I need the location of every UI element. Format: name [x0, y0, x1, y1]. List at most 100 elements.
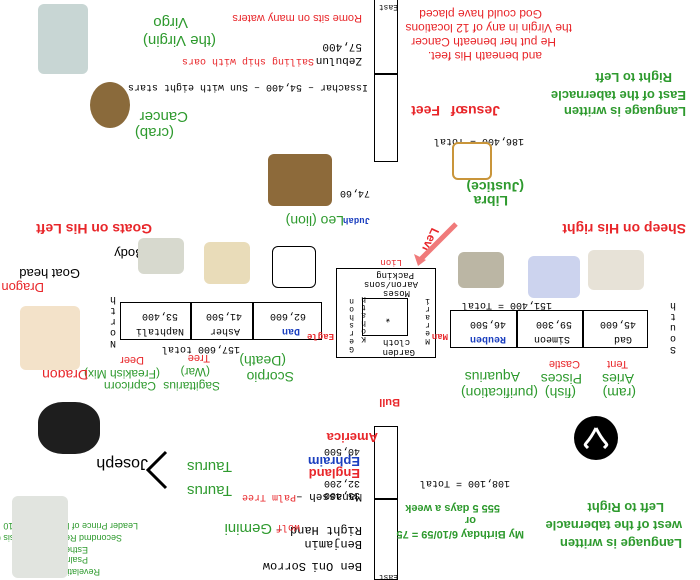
- purification-label: (purification): [460, 385, 538, 401]
- goats-label: Goats on His Left: [36, 221, 152, 237]
- cancer-label: Cancer: [139, 108, 188, 125]
- north-o: o: [109, 326, 116, 337]
- rome-label: Rome sits on many waters: [232, 12, 362, 24]
- scorpio-image: [272, 246, 316, 288]
- num-57400: 57,400: [322, 40, 362, 52]
- crab-label: (crab): [134, 124, 174, 141]
- birthday-label: My Birthday 6/10/59 = 75: [396, 528, 524, 540]
- ram-label: (ram): [602, 385, 636, 401]
- north-tribe-dan: Dan: [281, 325, 300, 336]
- north-tribe-asher: Asher: [209, 325, 240, 336]
- south-total: 151,400 = Total: [461, 299, 552, 310]
- north-t: t: [109, 304, 116, 315]
- virgin-label: (the Virgin): [142, 32, 216, 49]
- south-num-simeon: 59,300: [535, 318, 572, 329]
- east-bottom-label: East: [378, 2, 398, 11]
- south-o: o: [669, 332, 676, 343]
- north-h: h: [109, 293, 116, 304]
- days-label: 555 5 days a week: [405, 502, 500, 514]
- taurus-label-2: Taurus: [186, 458, 232, 475]
- south-tribe-reuben: Reuben: [469, 333, 506, 344]
- sheep-image: [588, 250, 644, 290]
- south-col-2: [516, 310, 518, 348]
- north-num-asher: 41,500: [205, 310, 242, 321]
- or-label: or: [465, 514, 476, 526]
- dragon-image: [20, 306, 80, 370]
- dragon-label-far: Dragon: [1, 280, 44, 295]
- south-u: u: [669, 321, 676, 332]
- east-column-bottom-divider: [374, 73, 398, 75]
- virgo-label: Virgo: [153, 14, 188, 31]
- north-r: r: [109, 315, 116, 326]
- sagittarius-image: [204, 242, 250, 284]
- south-h: h: [669, 299, 676, 310]
- asterisk: *: [385, 312, 390, 324]
- god-line-2: the Virgin in any of 12 locations: [405, 21, 572, 35]
- pisces-image: [528, 256, 580, 298]
- lang-west-2: west of the tabernacle: [545, 518, 682, 533]
- lang-west-3: Left to Right: [587, 500, 664, 515]
- zebulun-label: Zebulun: [315, 54, 362, 66]
- south-tribe-gad: Gad: [613, 333, 632, 344]
- north-n: N: [109, 337, 116, 348]
- cancer-image: [90, 82, 130, 128]
- sorrow-label: Sorrow: [262, 559, 306, 573]
- judah-label: Judah: [342, 215, 370, 225]
- north-num-naphtali: 53,400: [141, 310, 178, 321]
- justice-scales-image: [452, 142, 492, 180]
- benjamin-label: Benjamin: [304, 537, 362, 551]
- man-label: Man: [431, 331, 448, 341]
- bull-label: Bull: [379, 396, 400, 408]
- taurus-label-1: Taurus: [186, 482, 232, 499]
- tree-label: Tree: [187, 352, 210, 364]
- north-num-dan: 62,600: [269, 310, 306, 321]
- lang-west-1: Language is written: [559, 536, 682, 551]
- garden-label: Garden: [382, 347, 415, 357]
- goat-head-label: Goat head: [19, 266, 80, 281]
- sagittarius-label: Sagittarius: [163, 379, 220, 393]
- daniel-image: [12, 496, 68, 578]
- joseph-label: Joseph: [96, 455, 148, 472]
- fish-label: (fish): [544, 385, 576, 401]
- east-column-bottom: [374, 0, 398, 162]
- castle-label: Castle: [548, 358, 580, 370]
- feet-label: Feet: [411, 103, 440, 119]
- aquarius-image: [458, 252, 504, 288]
- scorpio-label: Scorpio: [246, 369, 294, 385]
- north-col-1: [252, 302, 254, 340]
- god-line-1: God could have placed: [419, 7, 542, 21]
- num-40500: 40,500: [323, 445, 360, 456]
- total-108100: 108,100 = Total: [419, 477, 510, 488]
- north-tribe-naphtali: Naphtali: [135, 325, 184, 336]
- east-column-top-divider: [374, 498, 398, 500]
- gershon-label: G e r s h o n: [349, 296, 354, 353]
- wolf-label: Wolf: [275, 521, 300, 532]
- cloth-label: cloth: [382, 337, 410, 347]
- levi-arrow: [414, 222, 458, 266]
- war-label: (War): [180, 365, 210, 379]
- eagle-label: Eagle: [307, 331, 334, 341]
- num-35400: 35,400: [323, 489, 360, 500]
- leo-label: Leo (lion): [285, 213, 344, 229]
- merari-label: M e r a r i: [425, 296, 430, 345]
- lang-east-2: East of the tabernacle: [550, 88, 686, 103]
- aries-horns-icon: [583, 427, 609, 450]
- kohath-label: K o h a t h: [361, 294, 366, 343]
- capricorn-image: [138, 238, 184, 274]
- death-label: (Death): [239, 353, 286, 369]
- lang-east-3: Language is written: [563, 104, 686, 119]
- palm-tree-label: Palm Tree: [241, 491, 296, 502]
- south-num-gad: 45,600: [599, 318, 636, 329]
- deer-label: Deer: [120, 354, 144, 366]
- south-s: S: [669, 343, 676, 354]
- num-74600: 74,60: [339, 187, 370, 198]
- lion-label: Lion: [380, 257, 402, 267]
- justice-label: (Justice): [466, 179, 524, 195]
- america-label: America: [326, 430, 378, 445]
- south-t: t: [669, 310, 676, 321]
- god-line-3: He put her beneath Cancer: [411, 35, 556, 49]
- east-top-label: East: [378, 572, 398, 580]
- south-col-1: [582, 310, 584, 348]
- south-num-reuben: 46,500: [469, 318, 506, 329]
